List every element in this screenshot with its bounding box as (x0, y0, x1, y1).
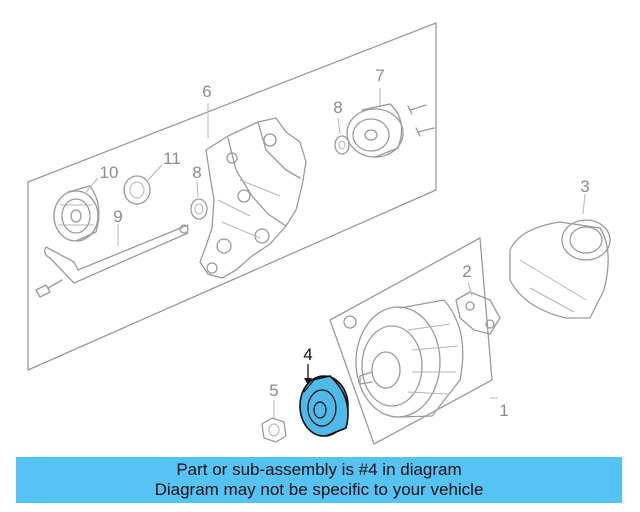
tensioner-pulley-part (53, 185, 100, 242)
notice-line-disclaimer: Diagram may not be specific to your vehi… (154, 480, 484, 499)
alternator-bracket-part (199, 117, 307, 279)
callout-1: 1 (499, 401, 508, 420)
bushing-part (190, 198, 208, 220)
callout-8-right: 8 (333, 98, 342, 117)
callout-6: 6 (202, 82, 211, 101)
callout-5: 5 (269, 381, 278, 400)
callout-4: 4 (303, 345, 312, 364)
callout-11: 11 (163, 149, 181, 168)
adjuster-rod-part (44, 224, 189, 284)
callout-7: 7 (375, 66, 384, 85)
regulator-part (455, 291, 501, 335)
callout-3: 3 (580, 177, 589, 196)
idler-pulley-part (346, 103, 404, 158)
alternator-part (343, 299, 464, 418)
callout-leader-lines (85, 88, 586, 418)
cover-plate-part (123, 175, 151, 205)
callout-2: 2 (462, 262, 471, 281)
notice-line-part-number: Part or sub-assembly is #4 in diagram (176, 460, 462, 479)
callout-9: 9 (113, 207, 122, 226)
alternator-assembly-panel (329, 237, 493, 445)
callout-8-left: 8 (192, 163, 201, 182)
diagram-notice-banner: Part or sub-assembly is #4 in diagram Di… (16, 457, 622, 503)
pulley-nut-part (261, 417, 287, 443)
bushing-part (334, 135, 350, 155)
bolt-part (407, 104, 435, 137)
bolt-part (35, 279, 63, 298)
rear-housing-part (509, 219, 611, 319)
callout-10: 10 (100, 163, 119, 182)
alternator-pulley-part (299, 375, 349, 437)
bracket-assembly-panel (27, 22, 437, 371)
